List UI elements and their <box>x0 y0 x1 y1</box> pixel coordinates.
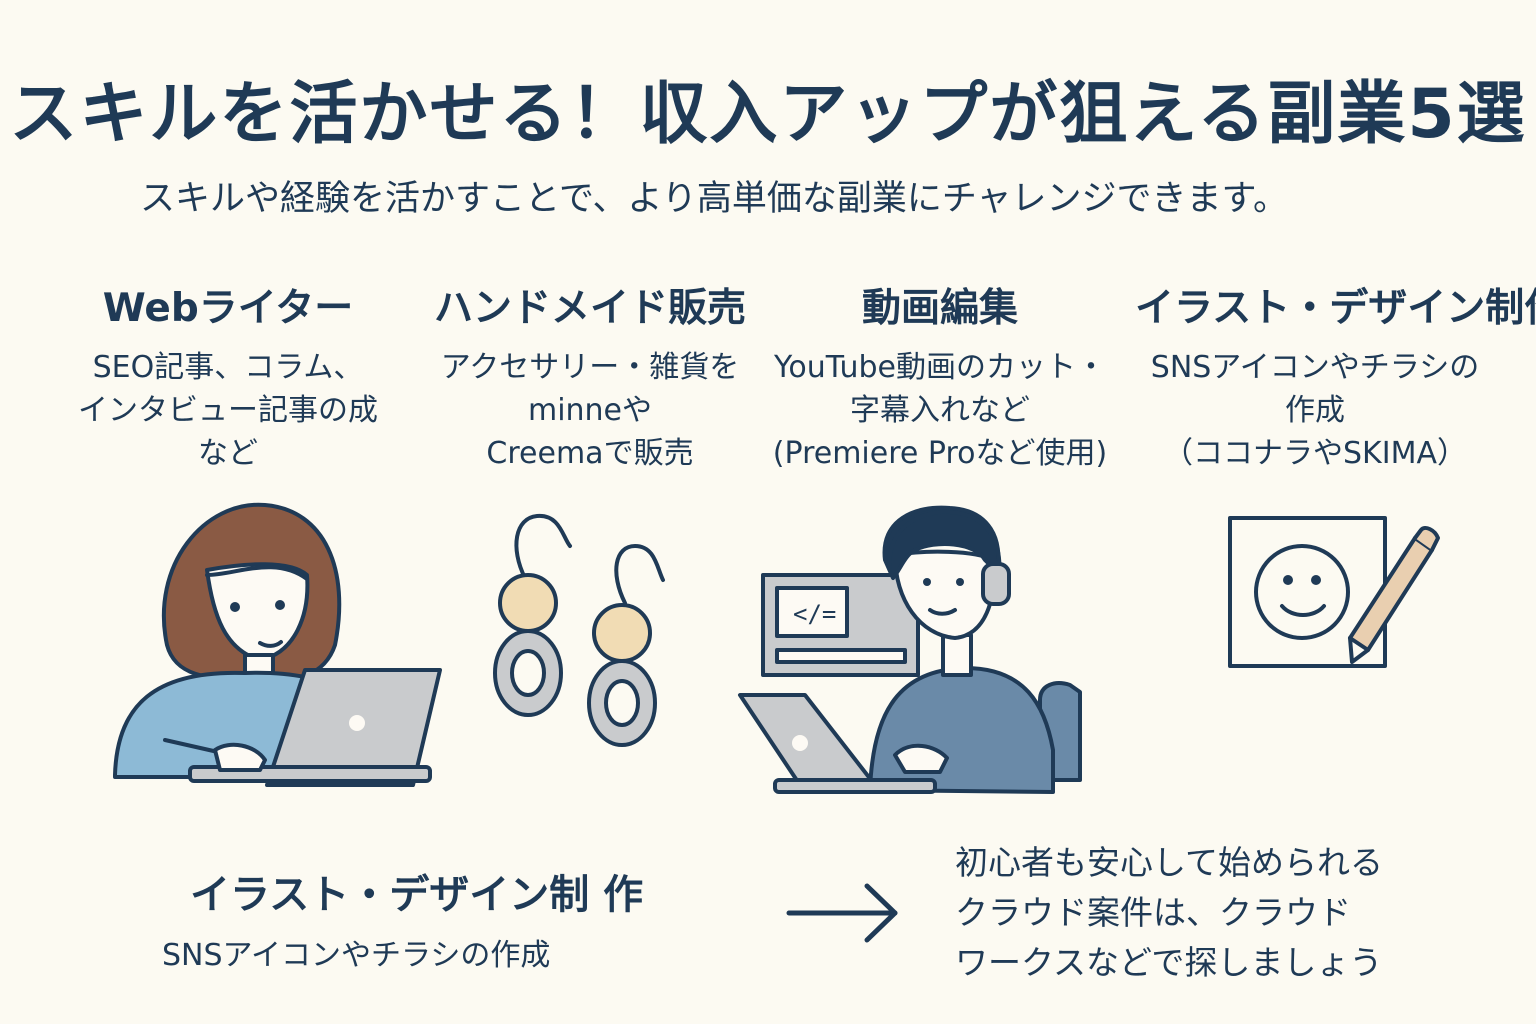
tip-note: 初心者も安心して始められる クラウド案件は、クラウド ワークスなどで探しましょう <box>955 843 1384 982</box>
card-description: SNSアイコンやチラシの 作成 （ココナラやSKIMA） <box>1150 350 1480 471</box>
card-web-writer: Webライター SEO記事、コラム、 インタビュー記事の成 など <box>48 280 408 475</box>
woman-laptop-icon <box>113 502 442 787</box>
card-description: SEO記事、コラム、 インタビュー記事の成 など <box>78 350 378 471</box>
card-description: YouTube動画のカット・ 字幕入れなど (Premiere Proなど使用) <box>772 350 1108 471</box>
card-video-editing: 動画編集 YouTube動画のカット・ 字幕入れなど (Premiere Pro… <box>760 280 1120 475</box>
card-title: 動画編集 <box>861 286 1018 331</box>
bottom-section-title: イラスト・デザイン制 作 <box>190 872 644 918</box>
card-illustration-design: イラスト・デザイン制作 SNSアイコンやチラシの 作成 （ココナラやSKIMA） <box>1135 280 1536 475</box>
card-handmade-sales: ハンドメイド販売 アクセサリー・雑貨を minneや Creemaで販売 <box>410 280 770 475</box>
card-title: Webライター <box>102 286 354 331</box>
smiley-pencil-icon <box>1228 516 1440 668</box>
svg-text:</=: </= <box>793 600 836 628</box>
bottom-section-description: SNSアイコンやチラシの作成 <box>162 938 551 973</box>
man-headphones-icon: </= <box>738 505 1082 794</box>
page-subtitle: スキルや経験を活かすことで、より高単価な副業にチャレンジできます。 <box>140 179 1289 219</box>
card-description: アクセサリー・雑貨を minneや Creemaで販売 <box>440 350 740 471</box>
page-title: スキルを活かせる！収入アップが狙える副業5選 <box>9 75 1527 154</box>
card-title: ハンドメイド販売 <box>433 286 746 331</box>
card-title: イラスト・デザイン制作 <box>1135 286 1536 331</box>
arrow-right-icon <box>786 883 898 943</box>
earrings-icon <box>493 513 665 747</box>
